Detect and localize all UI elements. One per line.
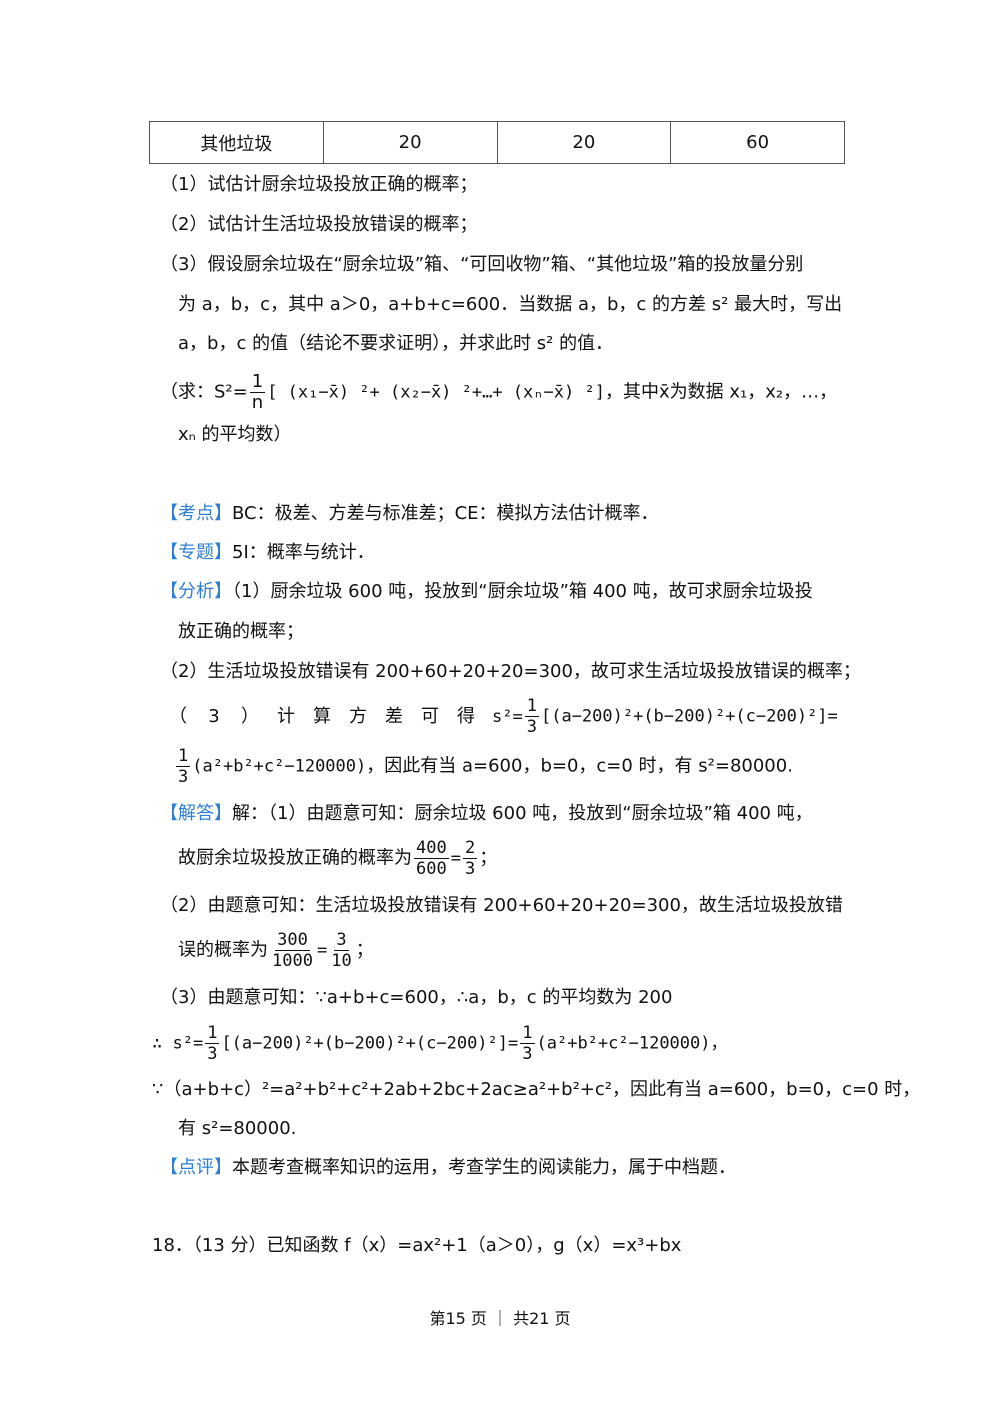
spread-char: 得: [457, 705, 475, 727]
data-table: 其他垃圾 20 20 60: [149, 121, 845, 164]
spread-char: 方: [349, 705, 367, 727]
s-squared: s²=: [492, 706, 523, 727]
variance-simplified: (a²+b²+c²−120000)，: [536, 1033, 728, 1054]
spread-char: ）: [241, 705, 259, 727]
note-lead: （求：S²=: [160, 381, 248, 403]
jieda-line-8: 有 s²=80000.: [178, 1118, 297, 1139]
spread-char: 3: [208, 705, 220, 727]
fenxi-tag: 【分析】: [160, 581, 232, 602]
fraction-numerator: 1: [205, 1023, 220, 1044]
jieda-text: 故厨余垃圾投放正确的概率为: [178, 847, 412, 869]
question-2: （2）试估计生活垃圾投放错误的概率；: [160, 214, 478, 235]
fraction-numerator: 1: [176, 746, 191, 767]
spread-char: 可: [421, 705, 439, 727]
fraction-denominator: 10: [331, 951, 352, 971]
fraction-denominator: 600: [416, 859, 447, 879]
fraction-numerator: 1: [524, 696, 539, 717]
kaodian-line: 【考点】BC：极差、方差与标准差；CE：模拟方法估计概率．: [160, 501, 659, 527]
question-1: （1）试估计厨余垃圾投放正确的概率；: [160, 174, 478, 195]
fraction-denominator: 3: [464, 859, 476, 879]
jieda-line-3: （2）由题意可知：生活垃圾投放错误有 200+60+20+20=300，故生活垃…: [160, 895, 843, 916]
variance-simplified: (a²+b²+c²−120000): [192, 756, 367, 777]
zhuanti-line: 【专题】5I：概率与统计．: [160, 540, 375, 566]
page-footer: 第15 页 ｜ 共21 页: [429, 1309, 571, 1328]
table-cell: 其他垃圾: [149, 121, 324, 164]
fraction-numerator: 1: [249, 371, 266, 393]
jieda-text: 解：（1）由题意可知：厨余垃圾 600 吨，投放到“厨余垃圾”箱 400 吨，: [232, 803, 813, 824]
question-3-line-3: a，b，c 的值（结论不要求证明），并求此时 s² 的值．: [178, 333, 614, 354]
fraction-numerator: 300: [275, 930, 310, 951]
variance-expansion: [(a−200)²+(b−200)²+(c−200)²]=: [540, 706, 838, 727]
jieda-line-5: （3）由题意可知：∵a+b+c=600，∴a，b，c 的平均数为 200: [160, 987, 673, 1008]
fraction-denominator: 1000: [272, 951, 313, 971]
fenxi-conclusion: ，因此有当 a=600，b=0，c=0 时，有 s²=80000.: [366, 755, 793, 777]
fraction-numerator: 2: [462, 838, 478, 859]
note-tail: ，其中x̄为数据 x₁，x₂，…，: [604, 381, 838, 403]
fraction-numerator: 400: [414, 838, 449, 859]
dianping-line: 【点评】本题考查概率知识的运用，考查学生的阅读能力，属于中档题．: [160, 1155, 736, 1181]
fenxi-line-1: 【分析】（1）厨余垃圾 600 吨，投放到“厨余垃圾”箱 400 吨，故可求厨余…: [160, 579, 813, 605]
table-row: 其他垃圾 20 20 60: [149, 121, 845, 164]
fenxi-line-2: 放正确的概率；: [178, 621, 304, 642]
spread-char: 差: [385, 705, 403, 727]
zhuanti-tag: 【专题】: [160, 542, 232, 563]
equals-sign: =: [316, 940, 328, 961]
spread-char: 计: [277, 705, 295, 727]
table-cell: 20: [322, 121, 498, 164]
question-3-line-2: 为 a，b，c，其中 a＞0，a+b+c=600．当数据 a，b，c 的方差 s…: [178, 294, 843, 315]
fenxi-line-3: （2）生活垃圾投放错误有 200+60+20+20=300，故可求生活垃圾投放错…: [160, 661, 861, 682]
fraction-denominator: 3: [526, 717, 537, 737]
equals-sign: =: [450, 848, 461, 869]
kaodian-tag: 【考点】: [160, 503, 232, 524]
dianping-tag: 【点评】: [160, 1157, 232, 1178]
zhuanti-text: 5I：概率与统计．: [232, 542, 375, 563]
fraction-denominator: n: [251, 392, 264, 413]
jieda-line-1: 【解答】解：（1）由题意可知：厨余垃圾 600 吨，投放到“厨余垃圾”箱 400…: [160, 801, 813, 827]
dianping-text: 本题考查概率知识的运用，考查学生的阅读能力，属于中档题．: [232, 1157, 736, 1178]
punctuation: ；: [355, 939, 374, 961]
variance-expansion: [(a−200)²+(b−200)²+(c−200)²]=: [221, 1033, 519, 1054]
fenxi-text: （1）厨余垃圾 600 吨，投放到“厨余垃圾”箱 400 吨，故可求厨余垃圾投: [232, 581, 813, 602]
spread-char: 算: [313, 705, 331, 727]
fraction-numerator: 3: [334, 930, 349, 951]
spread-words: （ 3 ） 计算方差可得: [160, 706, 484, 727]
punctuation: ；: [479, 847, 498, 869]
table-cell: 60: [670, 121, 845, 164]
jieda-text: 误的概率为: [178, 939, 268, 961]
question-3-line-1: （3）假设厨余垃圾在“厨余垃圾”箱、“可回收物”箱、“其他垃圾”箱的投放量分别: [160, 254, 804, 275]
question-18: 18．（13 分）已知函数 f（x）=ax²+1（a＞0），g（x）=x³+bx: [152, 1235, 682, 1256]
kaodian-text: BC：极差、方差与标准差；CE：模拟方法估计概率．: [232, 503, 659, 524]
fraction-denominator: 3: [522, 1044, 533, 1064]
jieda-line-7: ∵（a+b+c）²=a²+b²+c²+2ab+2bc+2ac≥a²+b²+c²，…: [152, 1079, 921, 1100]
fraction-numerator: 1: [520, 1023, 535, 1044]
variance-note-line-2: xₙ 的平均数）: [178, 424, 292, 445]
fraction-denominator: 3: [178, 767, 189, 787]
table-cell: 20: [496, 121, 672, 164]
s-squared: ∴ s²=: [152, 1033, 204, 1054]
jieda-tag: 【解答】: [160, 803, 232, 824]
spread-char: （: [169, 705, 187, 727]
fraction-denominator: 3: [207, 1044, 218, 1064]
variance-formula: [ (x₁−x̄) ²+ (x₂−x̄) ²+…+ (xₙ−x̄) ²]: [267, 382, 605, 403]
